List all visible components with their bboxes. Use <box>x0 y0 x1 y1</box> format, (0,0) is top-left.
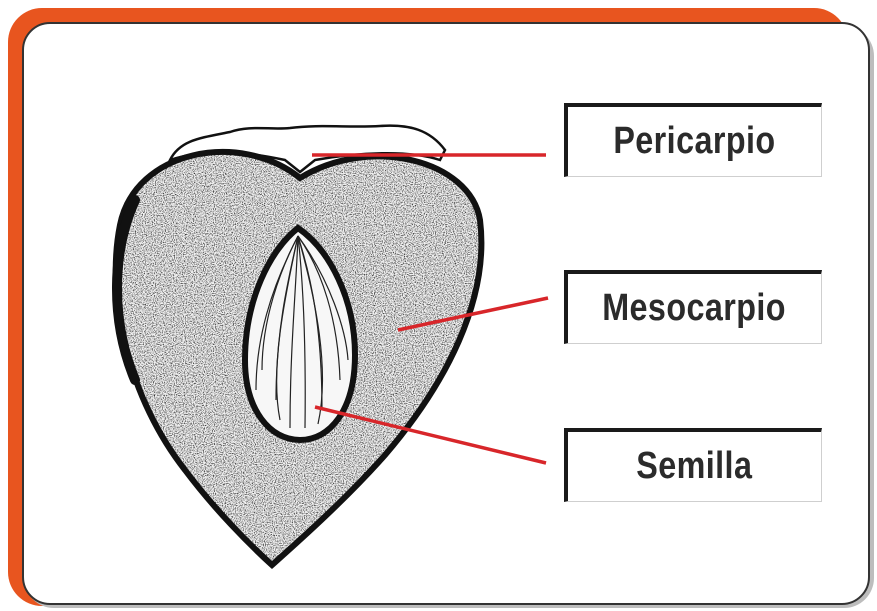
label-box-pericarpio: Pericarpio <box>564 103 822 177</box>
label-box-semilla: Semilla <box>564 428 822 502</box>
label-mesocarpio: Mesocarpio <box>603 287 787 330</box>
label-pericarpio: Pericarpio <box>613 120 775 163</box>
label-box-mesocarpio: Mesocarpio <box>564 270 822 344</box>
label-semilla: Semilla <box>636 445 752 488</box>
